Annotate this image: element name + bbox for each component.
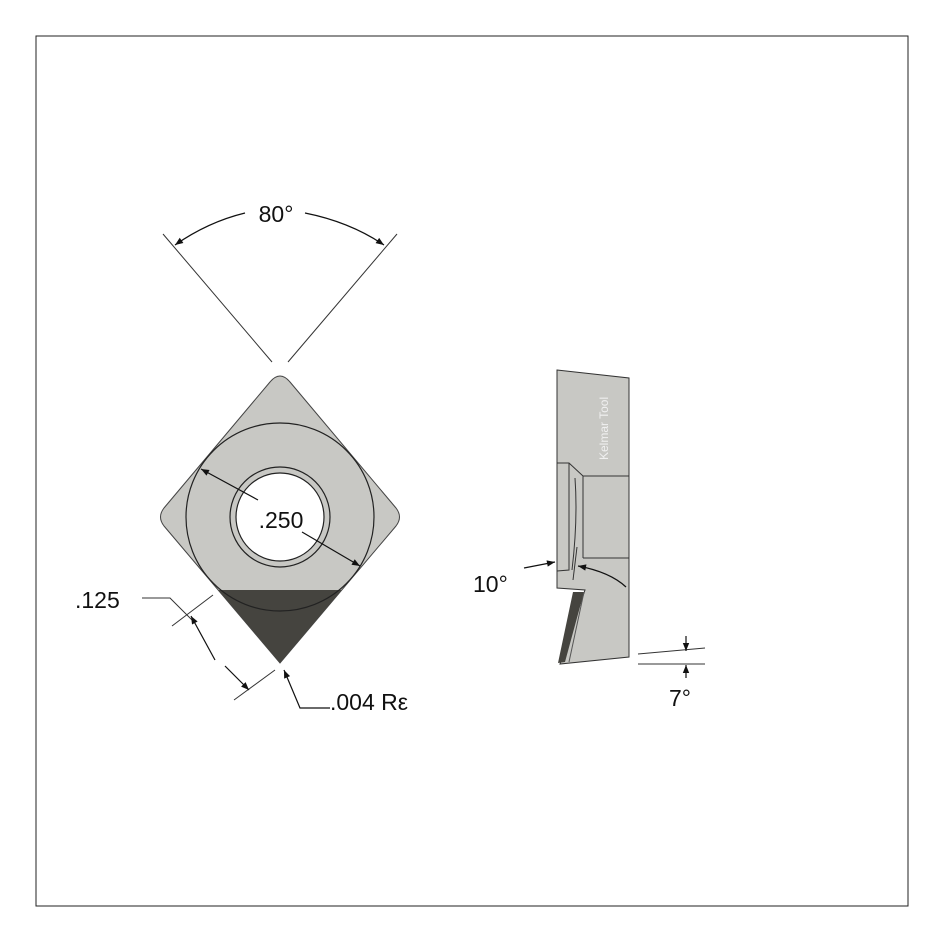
corner-radius-dimension: .004 Rε xyxy=(283,669,408,715)
rake-angle-dimension: 10° xyxy=(473,546,627,597)
ic-label: .250 xyxy=(259,507,304,533)
thickness-label: .125 xyxy=(75,587,120,613)
pcd-tip xyxy=(160,590,400,663)
kelmar-watermark: Kelmar Tool xyxy=(597,397,611,460)
clearance-angle-dimension: 7° xyxy=(637,636,706,711)
clearance-angle-label: 7° xyxy=(669,685,691,711)
insert-side-view: Kelmar Tool xyxy=(556,369,630,665)
thickness-dimension: .125 xyxy=(75,587,276,701)
angle-80-label: 80° xyxy=(259,201,294,227)
ic-dimension: .250 xyxy=(200,468,361,567)
angle-80-dimension: 80° xyxy=(162,201,398,363)
drawing-frame xyxy=(35,35,909,907)
corner-radius-label: .004 Rε xyxy=(330,689,408,715)
rake-angle-label: 10° xyxy=(473,571,508,597)
